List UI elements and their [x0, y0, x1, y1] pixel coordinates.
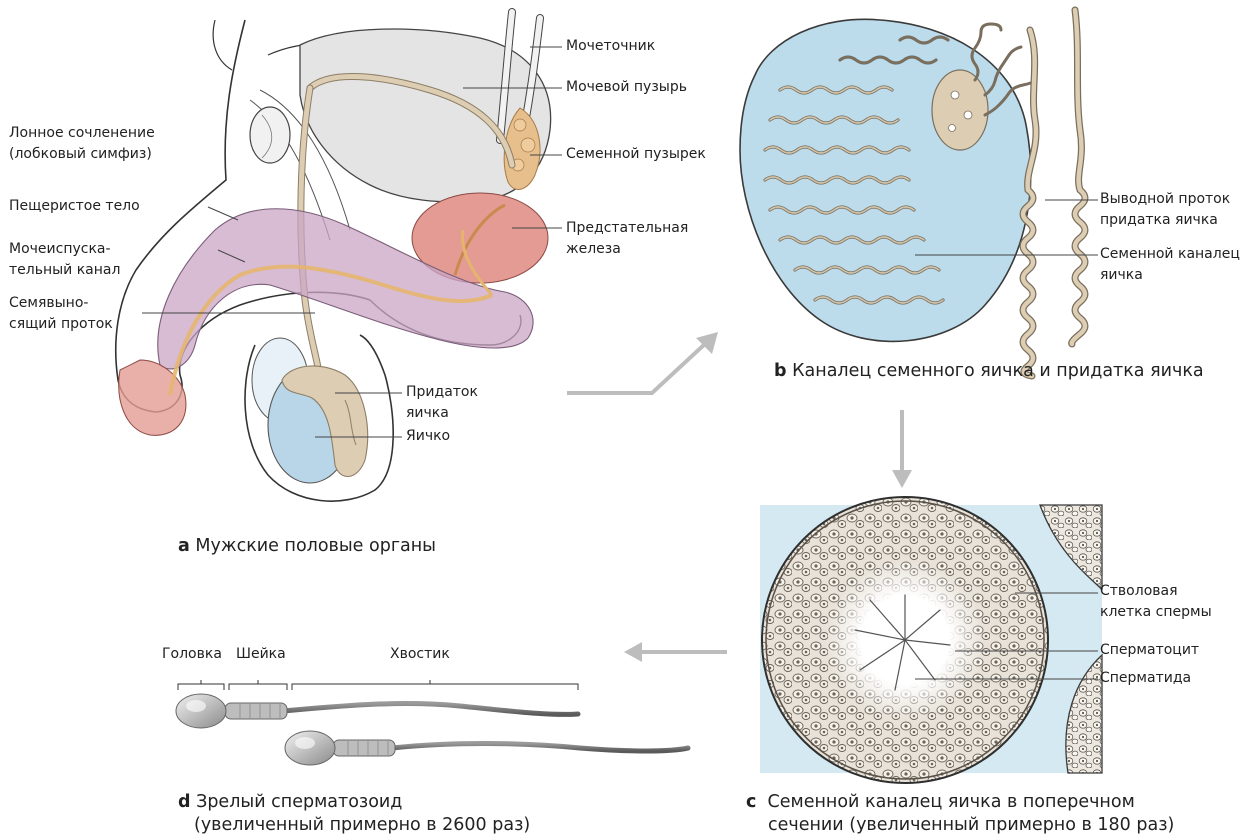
label-sperm-head: Головка — [162, 644, 222, 665]
panel-letter-d: d — [178, 792, 191, 812]
label-efferent-duct: Выводной проток придатка яичка — [1100, 189, 1230, 231]
panel-letter-c: c — [746, 792, 756, 812]
testis-tubule-illustration — [740, 10, 1085, 376]
label-prostate: Предстательная железа — [566, 218, 688, 260]
tubule-cross-section-illustration — [760, 497, 1102, 783]
label-stem-cell: Стволовая клетка спермы — [1100, 581, 1212, 623]
caption-panel-b: b Каналец семенного яичка и придатка яич… — [774, 360, 1204, 383]
label-spermatocyte: Сперматоцит — [1100, 640, 1199, 661]
label-bladder: Мочевой пузырь — [566, 77, 687, 98]
label-corpus-cavernosum: Пещеристое тело — [9, 196, 140, 217]
caption-panel-d: d Зрелый сперматозоид (увеличенный приме… — [178, 791, 530, 837]
label-testis: Яичко — [406, 426, 450, 447]
label-sperm-tail: Хвостик — [390, 644, 450, 665]
label-seminal-vesicle: Семенной пузырек — [566, 144, 706, 165]
caption-panel-c: c Семенной каналец яичка в поперечном се… — [746, 791, 1174, 837]
male-reproductive-organs-illustration — [116, 12, 551, 501]
label-symphysis: Лонное сочленение (лобковый симфиз) — [9, 123, 155, 165]
sperm-part-brackets — [178, 680, 578, 690]
caption-panel-a: a Мужские половые органы — [178, 535, 436, 558]
arrow-a-to-b — [567, 343, 706, 393]
spermatozoa-illustration — [176, 680, 688, 765]
label-seminiferous-tubule: Семенной каналец яичка — [1100, 244, 1240, 286]
label-vas-deferens: Семявыно- сящий проток — [9, 293, 113, 335]
label-urethra: Мочеиспуска- тельный канал — [9, 239, 120, 281]
label-spermatid: Сперматида — [1100, 668, 1191, 689]
label-sperm-neck: Шейка — [236, 644, 286, 665]
panel-letter-a: a — [178, 536, 190, 556]
label-ureter: Мочеточник — [566, 36, 655, 57]
panel-letter-b: b — [774, 361, 787, 381]
label-epididymis: Придаток яичка — [406, 382, 478, 424]
